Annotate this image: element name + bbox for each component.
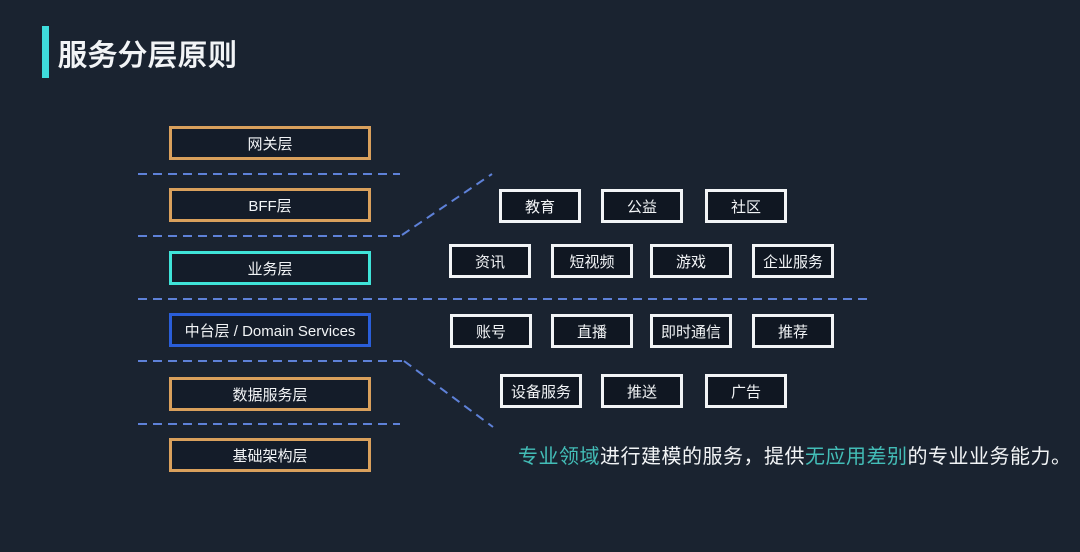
service-box-community: 社区	[705, 189, 787, 223]
note-segment: 的专业业务能力。	[907, 446, 1072, 468]
service-box-education: 教育	[499, 189, 581, 223]
separator-line-4	[138, 360, 404, 362]
separator-line-1	[138, 173, 400, 175]
service-box-games: 游戏	[650, 244, 732, 278]
service-box-enterprise: 企业服务	[752, 244, 834, 278]
service-label: 即时通信	[660, 323, 721, 341]
layer-box-data-service: 数据服务层	[169, 377, 371, 411]
layer-label: 数据服务层	[232, 386, 308, 404]
layer-label: 基础架构层	[232, 447, 308, 465]
service-label: 企业服务	[762, 253, 823, 271]
service-box-push: 推送	[601, 374, 683, 408]
note-segment-emphasis: 专业领域	[518, 446, 600, 468]
note-segment-emphasis: 无应用差别	[805, 446, 908, 468]
annotation-note: 专业领域进行建模的服务，提供无应用差别的专业业务能力。	[518, 440, 1072, 469]
service-label: 公益	[626, 198, 657, 216]
layer-box-domain: 中台层 / Domain Services	[169, 313, 371, 347]
diagonal-line-down	[403, 360, 494, 428]
layer-label: 网关层	[247, 135, 293, 153]
service-label: 账号	[475, 323, 506, 341]
service-box-charity: 公益	[601, 189, 683, 223]
service-box-short-video: 短视频	[551, 244, 633, 278]
layer-label: BFF层	[248, 197, 292, 215]
separator-line-2	[138, 235, 400, 237]
service-label: 社区	[730, 198, 761, 216]
diagonal-line-up	[401, 173, 493, 236]
separator-line-5	[138, 423, 400, 425]
service-box-ads: 广告	[705, 374, 787, 408]
service-label: 短视频	[569, 253, 615, 271]
service-label: 广告	[730, 383, 761, 401]
service-box-news: 资讯	[449, 244, 531, 278]
layer-box-business: 业务层	[169, 251, 371, 285]
service-box-recommend: 推荐	[752, 314, 834, 348]
service-label: 游戏	[675, 253, 706, 271]
service-box-device: 设备服务	[500, 374, 582, 408]
service-label: 教育	[524, 198, 555, 216]
layer-label: 中台层 / Domain Services	[184, 322, 356, 340]
service-label: 资讯	[474, 253, 505, 271]
layer-label: 业务层	[247, 260, 293, 278]
layer-box-gateway: 网关层	[169, 126, 371, 160]
page-title: 服务分层原则	[58, 40, 239, 72]
note-segment: 进行建模的服务，提供	[600, 446, 805, 468]
service-label: 推荐	[777, 323, 808, 341]
service-box-live: 直播	[551, 314, 633, 348]
separator-line-3	[138, 298, 870, 300]
service-label: 推送	[626, 383, 657, 401]
service-label: 直播	[576, 323, 607, 341]
service-label: 设备服务	[510, 383, 571, 401]
service-box-im: 即时通信	[650, 314, 732, 348]
title-accent-bar	[42, 26, 49, 78]
service-box-account: 账号	[450, 314, 532, 348]
layer-box-bff: BFF层	[169, 188, 371, 222]
layer-box-infrastructure: 基础架构层	[169, 438, 371, 472]
